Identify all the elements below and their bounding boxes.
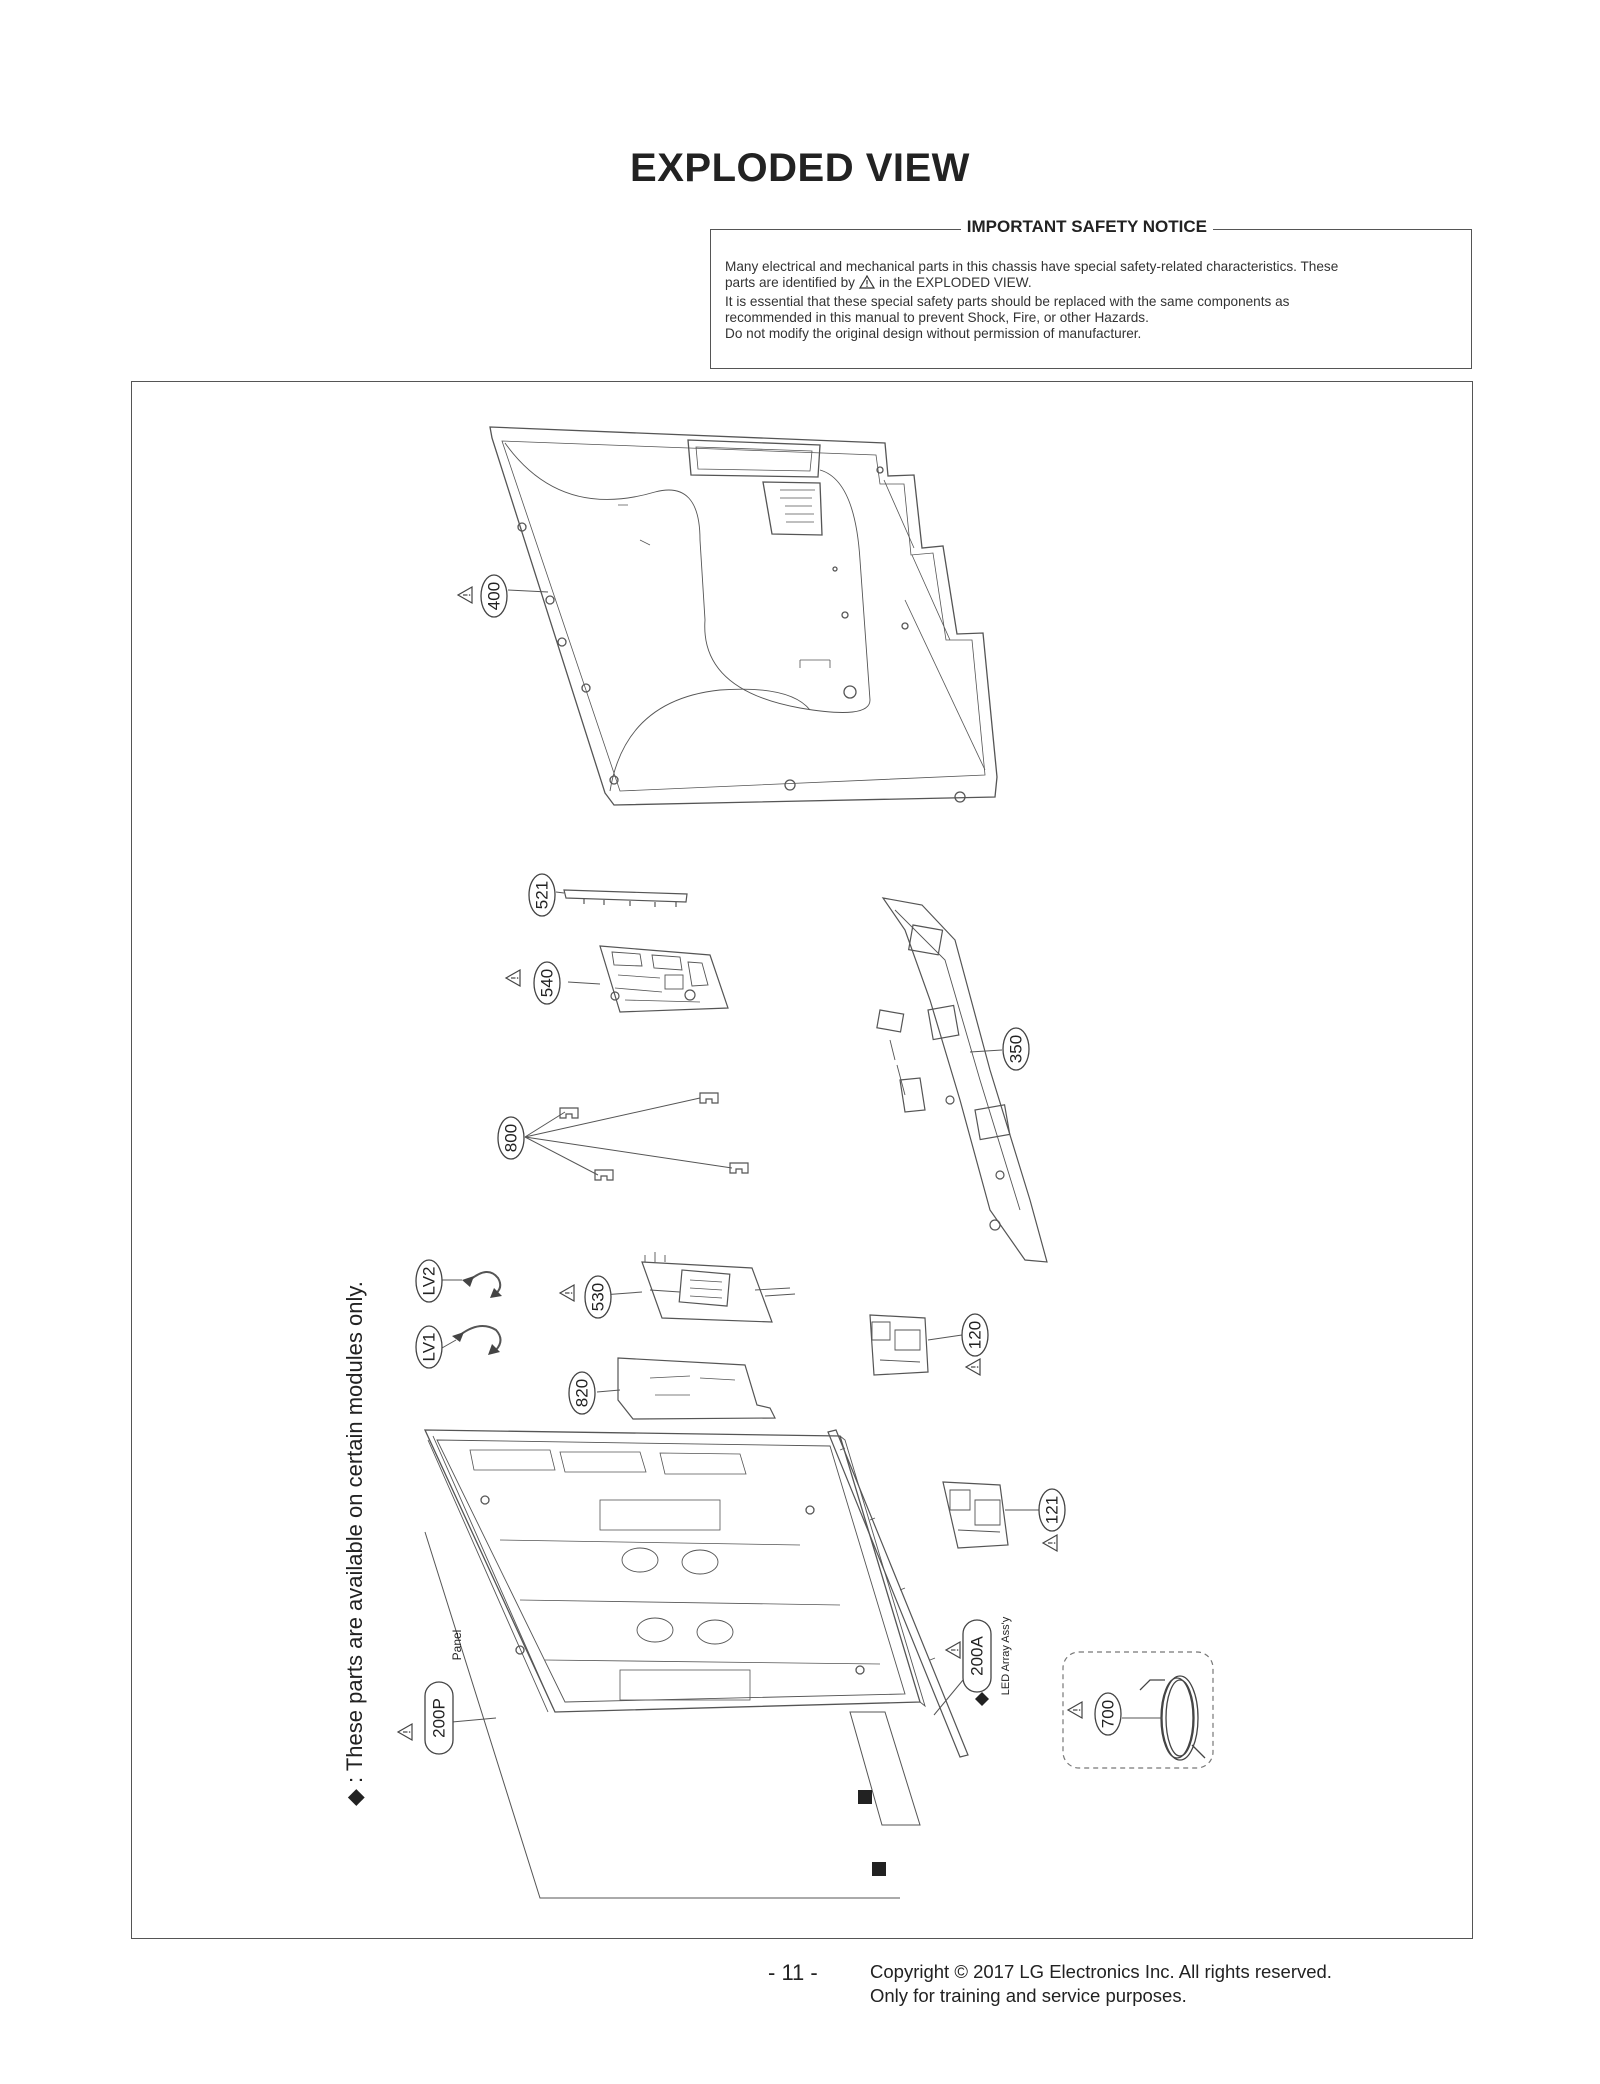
label-800: 800 [502,1124,521,1152]
callout-120: 120 [961,1313,989,1357]
notice-line-1: Many electrical and mechanical parts in … [725,259,1339,274]
part-521-drawing [563,889,688,907]
callout-200A: 200A [962,1619,992,1693]
label-200P: 200P [430,1698,449,1738]
safety-notice-box: IMPORTANT SAFETY NOTICE Many electrical … [710,217,1472,369]
label-350: 350 [1007,1035,1026,1063]
panel-callout-lines [424,1531,921,1899]
back-cover-drawing [489,426,998,806]
copyright-footer: Copyright © 2017 LG Electronics Inc. All… [870,1960,1332,2008]
power-board-drawing [641,1252,796,1323]
speaker-121-drawing [942,1481,1009,1549]
label-LV2: LV2 [420,1267,439,1296]
callout-200P: 200P [424,1681,454,1755]
callout-LV1: LV1 [415,1325,443,1369]
clips-drawing [559,1092,749,1181]
label-120: 120 [966,1321,985,1349]
warning-triangle-icon [858,275,876,293]
sheet-820-drawing [617,1357,776,1420]
led-array-drawing [827,1429,969,1758]
speaker-120-drawing [869,1314,929,1376]
callout-521: 521 [528,873,556,917]
notice-line-2-end: in the EXPLODED VIEW. [878,275,1032,291]
notice-line-2: parts are identified by in the EXPLODED V… [725,275,1459,293]
main-board-drawing [599,945,729,1013]
callout-700: 700 [1094,1692,1122,1736]
safety-notice-title: IMPORTANT SAFETY NOTICE [960,217,1213,237]
label-530: 530 [589,1283,608,1311]
page-number: - 11 - [768,1960,818,1985]
rear-bracket-drawing [876,897,1048,1263]
callout-530: 530 [584,1275,612,1319]
label-820: 820 [573,1379,592,1407]
callout-800: 800 [497,1116,525,1160]
diamond-icon [975,1692,989,1706]
callout-350: 350 [1002,1027,1030,1071]
panel-drawing [423,1429,926,1713]
callout-LV2: LV2 [415,1259,443,1303]
copyright-line-1: Copyright © 2017 LG Electronics Inc. All… [870,1961,1332,1982]
label-521: 521 [533,881,552,909]
label-LV1: LV1 [420,1333,439,1362]
label-121: 121 [1043,1496,1062,1524]
side-note: ◆ : These parts are available on certain… [342,1281,367,1806]
label-200P-desc: Panel [450,1630,464,1661]
label-700: 700 [1099,1700,1118,1728]
callout-820: 820 [568,1371,596,1415]
callout-121: 121 [1038,1488,1066,1532]
label-200A-desc: LED Array Ass'y [1000,1616,1012,1695]
cables-drawing [459,1271,502,1351]
callout-400: 400 [480,574,508,618]
notice-line-2-start: parts are identified by [725,275,855,291]
notice-line-4: recommended in this manual to prevent Sh… [725,309,1149,325]
exploded-view-frame [131,381,1473,1939]
callout-540: 540 [533,961,561,1005]
power-cord-area [1062,1651,1214,1769]
page-title: EXPLODED VIEW [630,146,970,190]
copyright-line-2: Only for training and service purposes. [870,1985,1187,2006]
label-200A: 200A [968,1635,987,1675]
notice-line-5: Do not modify the original design withou… [725,326,1142,342]
safety-notice-body: Many electrical and mechanical parts in … [725,259,1459,342]
label-400: 400 [485,582,504,610]
notice-line-3: It is essential that these special safet… [725,293,1290,309]
label-540: 540 [538,969,557,997]
